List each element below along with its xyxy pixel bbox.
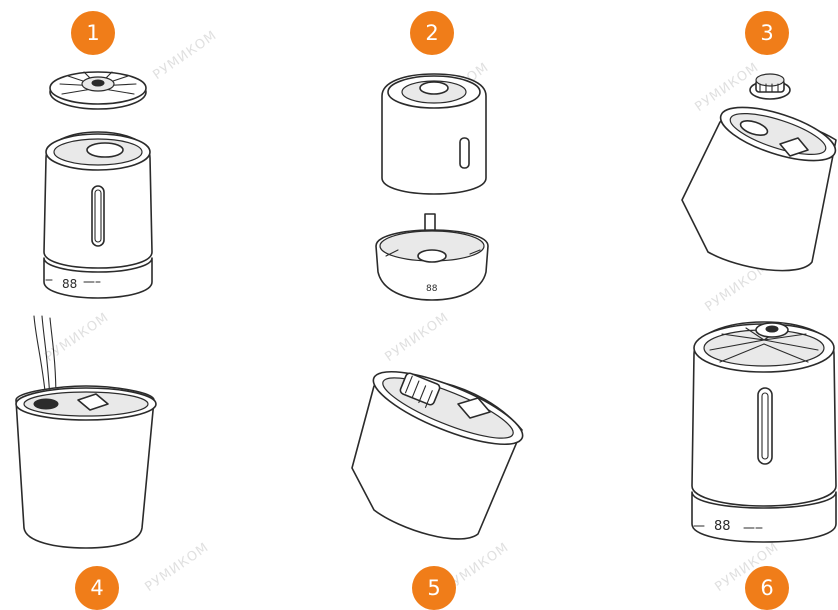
step4-illustration [16,316,156,548]
float-part-icon [750,74,790,99]
step2-illustration: 88 [376,74,488,300]
assembled-humidifier-icon: 88 [692,322,836,542]
display-digits: 88 [714,519,731,534]
step5-illustration [352,358,530,539]
step1-illustration: 88 [44,72,152,298]
tilted-tank-icon [352,358,530,539]
step3-illustration [682,74,838,271]
open-tank-icon [16,386,156,548]
humidifier-body-icon: 88 [44,132,152,298]
step6-illustration: 88 [692,322,836,542]
base-unit-icon: 88 [376,214,488,300]
display-digits: 88 [62,277,77,291]
water-tank-icon [382,74,486,194]
tilted-tank-icon [682,96,838,270]
top-cap-icon [50,72,146,109]
display-digits: 88 [426,284,438,294]
